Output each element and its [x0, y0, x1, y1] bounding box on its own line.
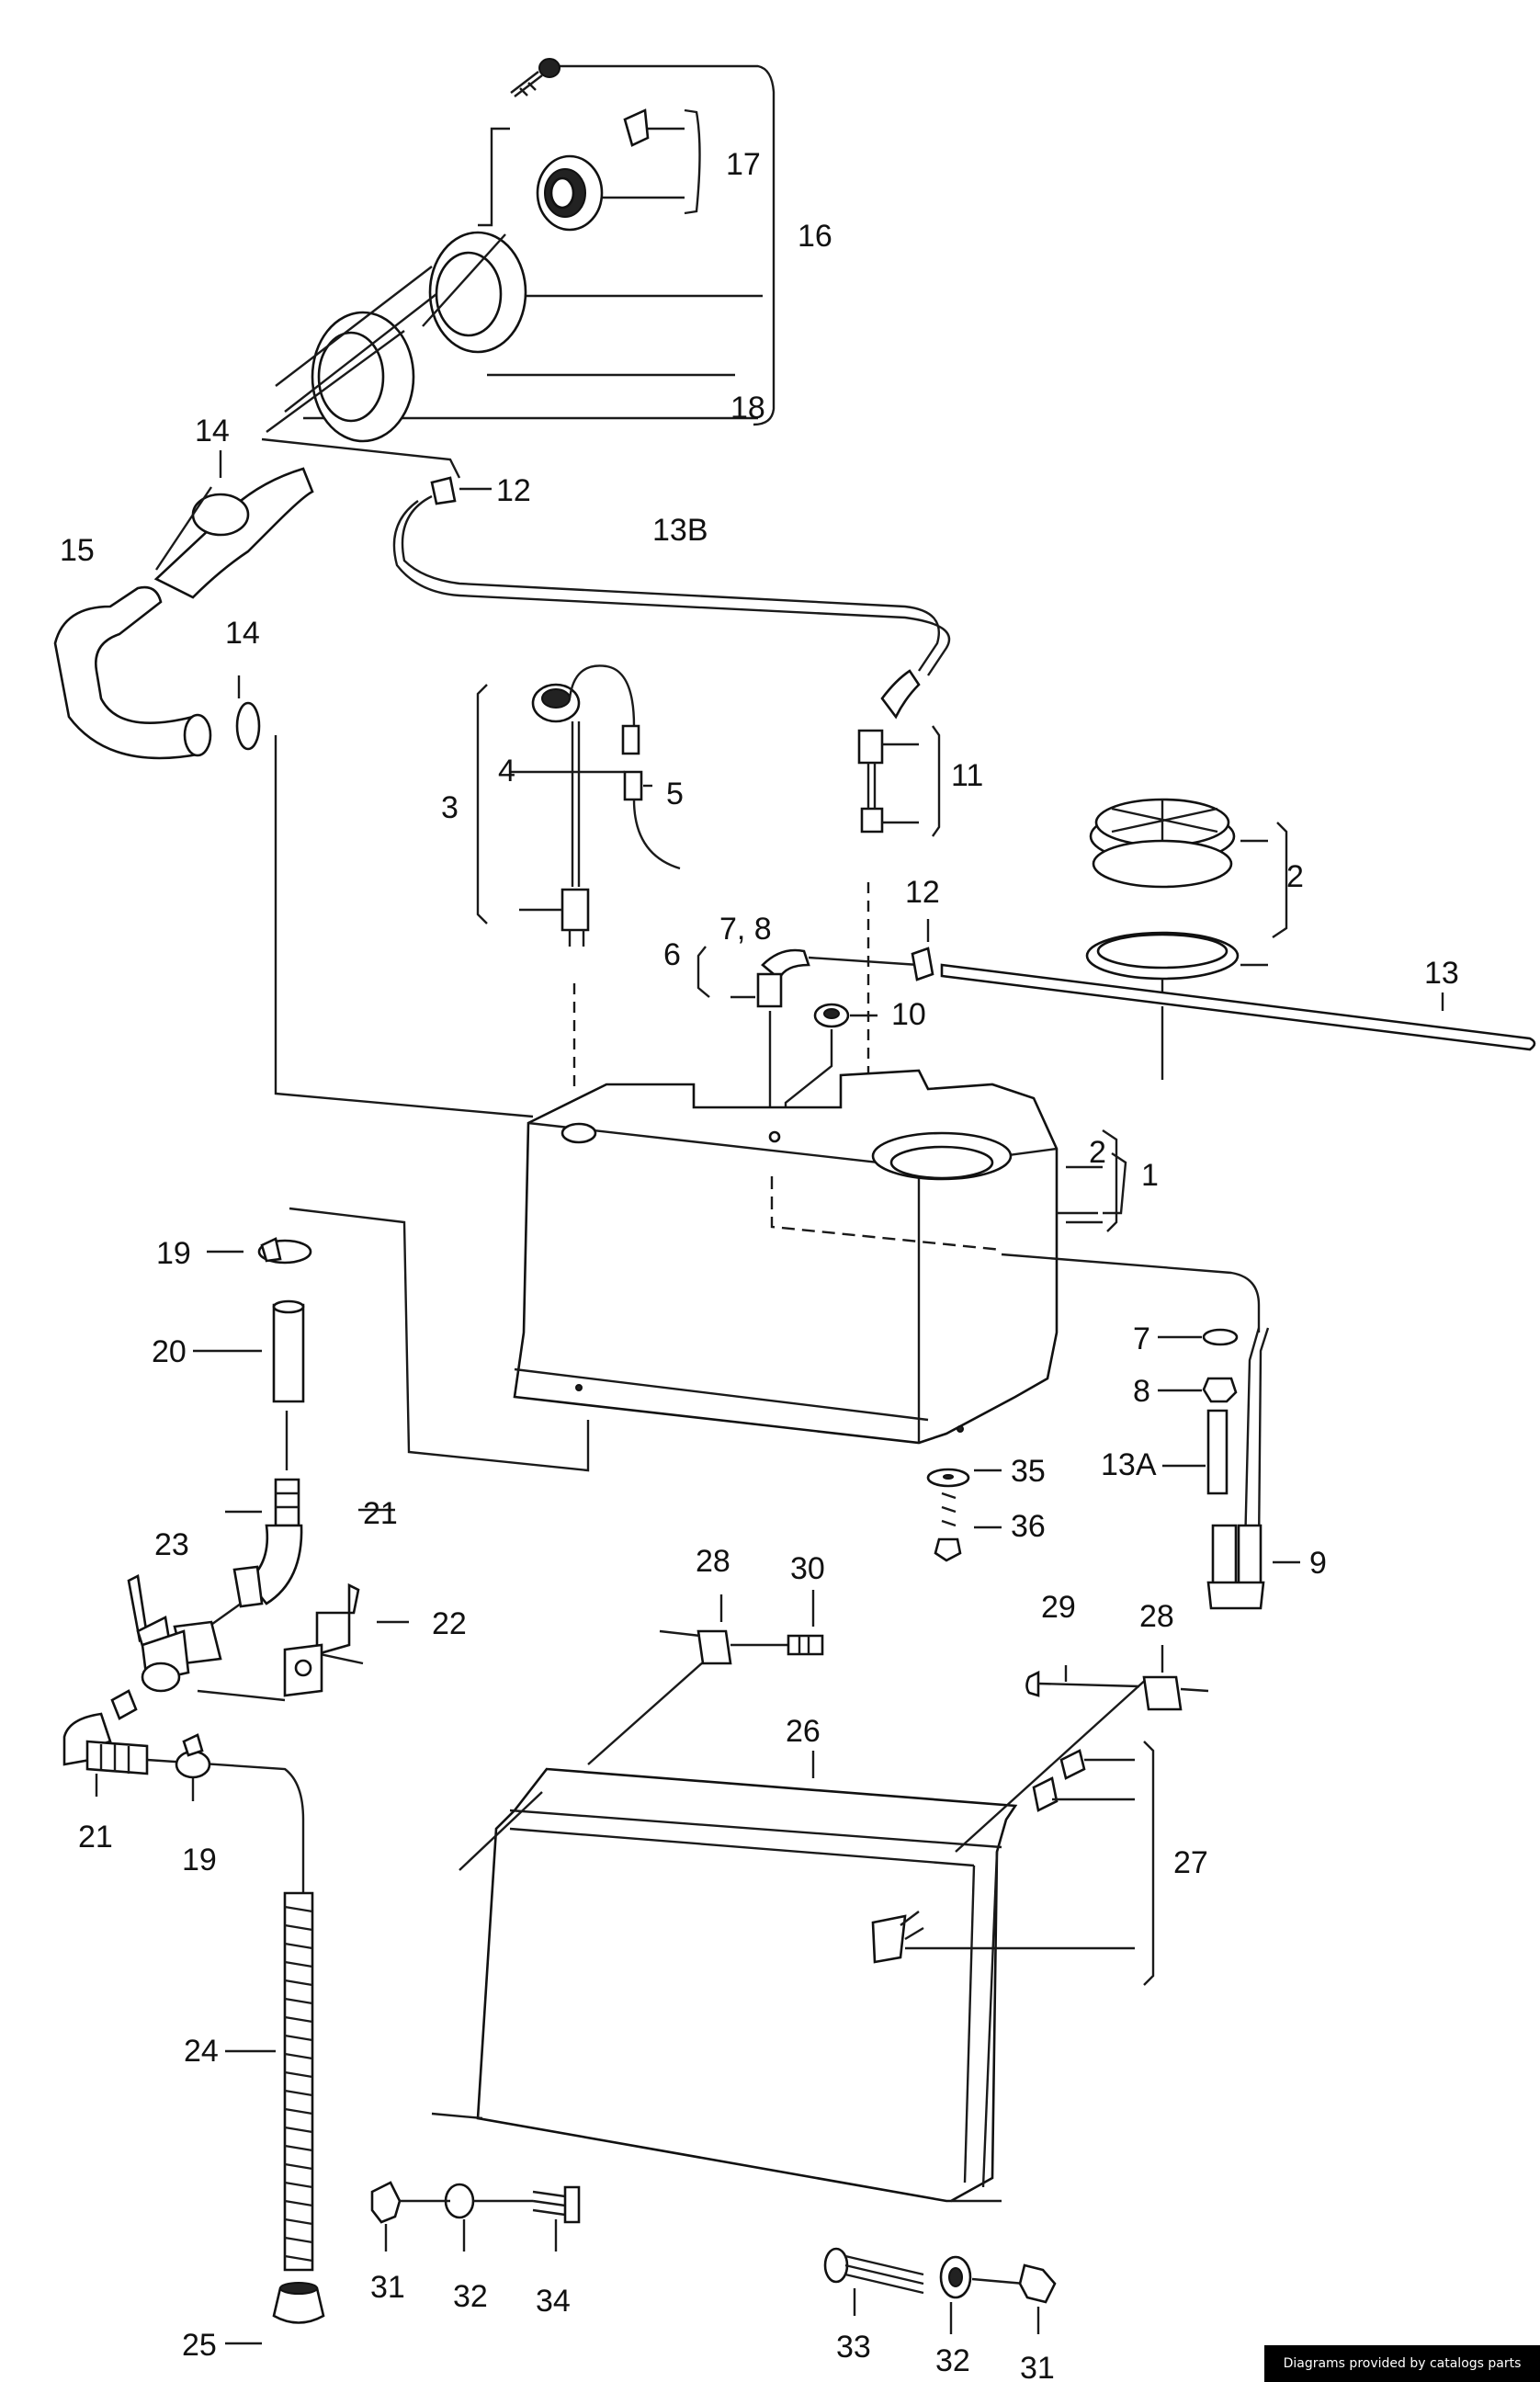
callout-22: 22: [432, 1606, 467, 1641]
callout-12-mid: 12: [905, 875, 940, 910]
callout-15: 15: [60, 533, 95, 568]
spring-hose-24: [225, 1891, 325, 2345]
callout-10: 10: [891, 997, 926, 1032]
callout-23: 23: [154, 1527, 189, 1562]
callout-20: 20: [152, 1334, 187, 1369]
brace-1: [1066, 1129, 1118, 1232]
callout-35: 35: [1011, 1454, 1046, 1489]
callout-7: 7: [1133, 1321, 1150, 1356]
callout-21-top: 21: [363, 1496, 398, 1531]
callout-11: 11: [951, 758, 983, 793]
callout-17: 17: [726, 147, 761, 182]
callout-14-mid: 14: [225, 616, 260, 651]
tank-cover-26: [370, 1590, 1209, 2334]
callout-36: 36: [1011, 1509, 1046, 1544]
callout-31-left: 31: [370, 2270, 405, 2305]
callout-12-top: 12: [496, 473, 531, 508]
callout-19-bottom: 19: [182, 1843, 217, 1877]
callout-1: 1: [1141, 1158, 1159, 1193]
callout-2-tank: 2: [1089, 1135, 1106, 1170]
callout-29: 29: [1041, 1590, 1076, 1625]
fuel-tank: [513, 1069, 1261, 1445]
washer-bolt-35-36: [926, 1468, 1002, 1562]
callout-21-bottom: 21: [78, 1820, 113, 1855]
callout-2-cap: 2: [1286, 859, 1304, 894]
tank-cap-2: [1085, 798, 1288, 1002]
callout-32-right: 32: [935, 2343, 970, 2378]
callout-13b: 13B: [652, 513, 708, 548]
hose-and-clamps: [53, 450, 534, 1118]
fitting-11: [857, 725, 941, 1084]
fuel-line-parts: [62, 1207, 590, 1893]
callout-31-right: 31: [1020, 2351, 1055, 2382]
callout-3: 3: [441, 790, 459, 825]
callout-9: 9: [1309, 1546, 1327, 1581]
callout-13a: 13A: [1101, 1447, 1157, 1482]
callout-19-top: 19: [156, 1236, 191, 1271]
callout-5: 5: [666, 777, 684, 811]
callout-labels: 16 17 18 14 12 13B 15 14 3 4 5 11 2 7, 8…: [60, 147, 1459, 2382]
fitting-6: [696, 919, 934, 1117]
callout-7-8-top: 7, 8: [719, 912, 772, 947]
callout-33: 33: [836, 2330, 871, 2365]
callout-24: 24: [184, 2034, 219, 2069]
callout-32-left: 32: [453, 2279, 488, 2314]
callout-4: 4: [498, 754, 515, 788]
callout-13: 13: [1424, 956, 1459, 991]
callout-14-top: 14: [195, 414, 230, 448]
filler-neck-assembly: [261, 58, 776, 479]
callout-28-left: 28: [696, 1544, 730, 1579]
callout-26: 26: [786, 1714, 821, 1749]
vent-tube-13: [940, 963, 1536, 1080]
callout-18: 18: [730, 391, 765, 425]
callout-30: 30: [790, 1551, 825, 1586]
diagram-credit: Diagrams provided by catalogs parts: [1264, 2345, 1540, 2382]
vent-tube-13b: [392, 476, 951, 720]
callout-34: 34: [536, 2284, 571, 2319]
fuel-sending-unit: [476, 664, 681, 1094]
callout-8: 8: [1133, 1374, 1150, 1409]
callout-28-right: 28: [1139, 1599, 1174, 1634]
callout-27: 27: [1173, 1845, 1208, 1880]
callout-25: 25: [182, 2328, 217, 2363]
callout-6: 6: [663, 937, 681, 972]
callout-16: 16: [798, 219, 832, 254]
sender-13a-assembly: [1158, 1327, 1300, 1610]
